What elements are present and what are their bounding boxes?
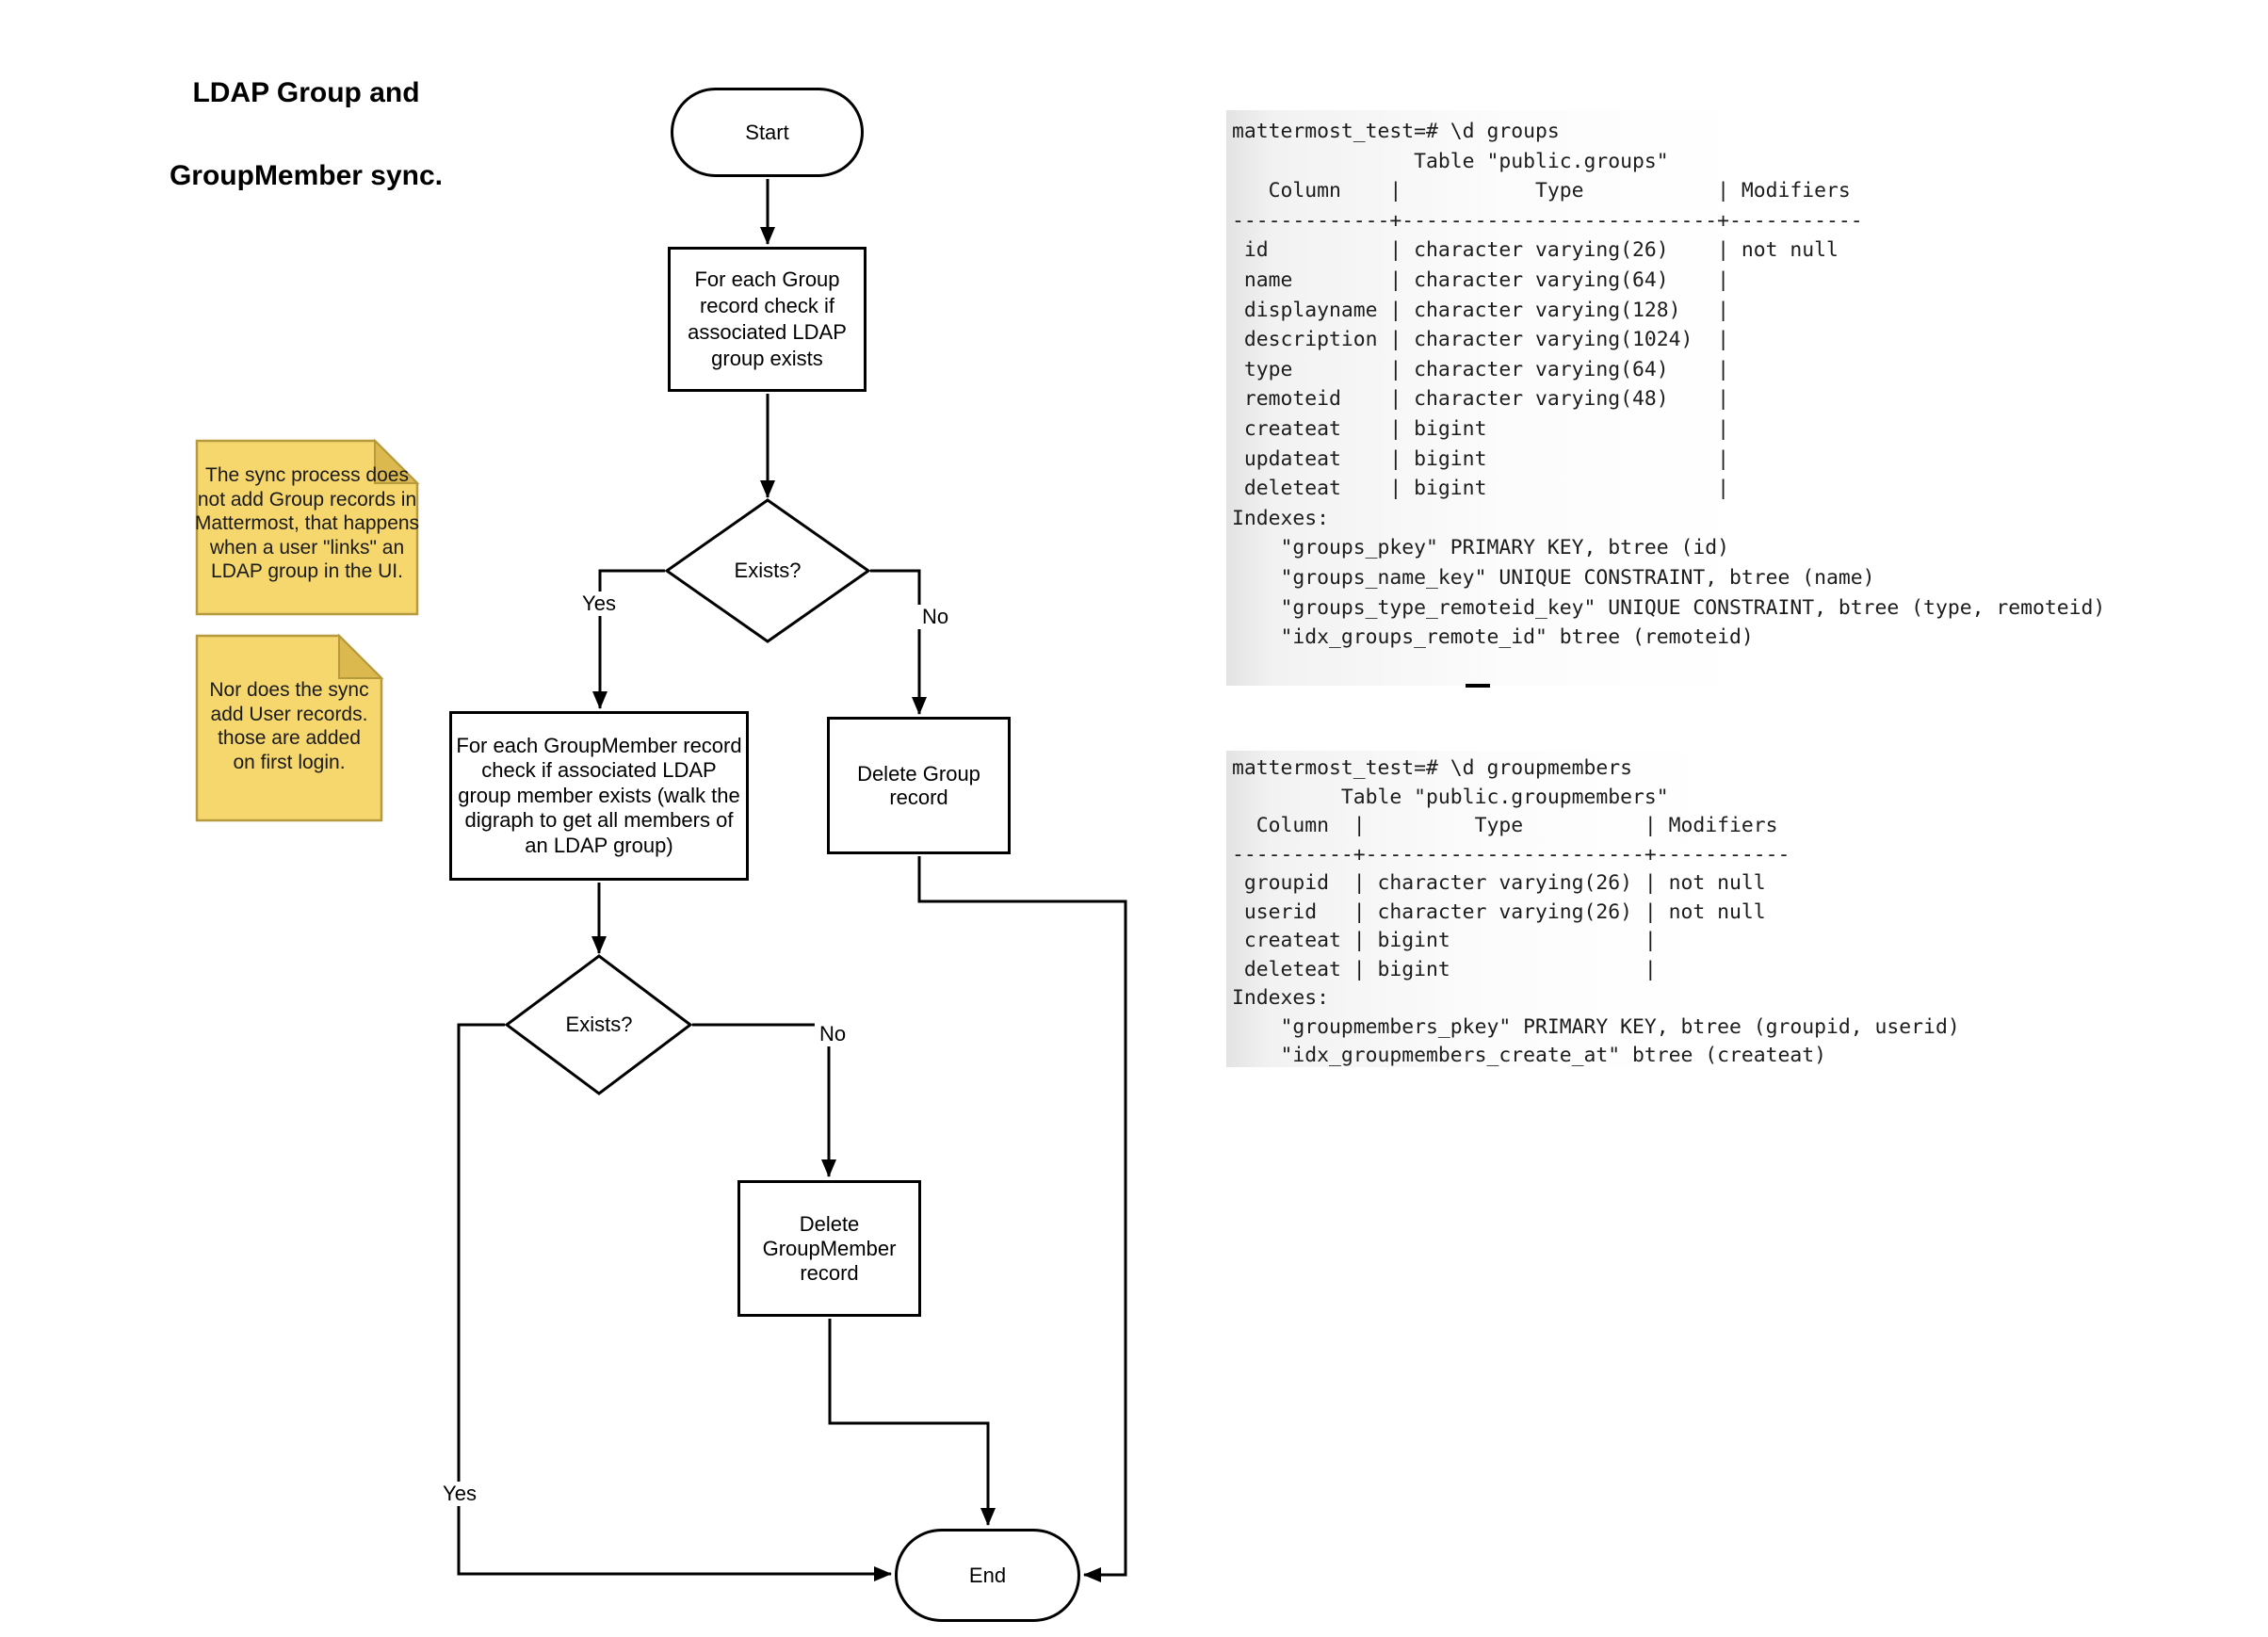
sticky-note-2-text: Nor does the sync add User records. thos… [209, 679, 369, 773]
decision-exists-1-label: Exists? [734, 559, 802, 582]
decision-exists-2-shape [504, 954, 693, 1095]
decision-exists-2-label: Exists? [565, 1013, 633, 1036]
process-check-group: For each Group record check if associate… [668, 247, 867, 392]
sticky-note-1-text: The sync process does not add Group reco… [194, 464, 420, 582]
edge-exists1-yes-to-check-member [592, 569, 665, 709]
edge-exists2-no-to-delete-groupmember [692, 1023, 836, 1177]
sticky-note-2 [195, 633, 384, 822]
diagram-title-line2: GroupMember sync. [169, 160, 444, 191]
process-check-groupmember: For each GroupMember record check if ass… [449, 711, 749, 881]
terminal-cursor [1466, 684, 1490, 688]
edge-label-yes-2: Yes [438, 1482, 481, 1506]
terminal-groupmembers-output: mattermost_test=# \d groupmembers Table … [1232, 756, 1960, 1067]
process-delete-groupmember: Delete GroupMember record [737, 1180, 921, 1317]
terminal-groups-background [1226, 110, 2176, 686]
diagram-title: LDAP Group and GroupMember sync. [141, 31, 471, 238]
process-delete-group: Delete Group record [827, 717, 1011, 854]
sticky-note-2-body [195, 634, 383, 822]
edge-exists1-no-to-delete-group [870, 569, 927, 715]
sticky-note-1 [195, 438, 420, 616]
edge-delete-groupmember-to-end [828, 1319, 996, 1526]
edge-label-no-2: No [814, 1022, 851, 1046]
start-terminator: Start [671, 88, 864, 177]
end-terminator: End [895, 1529, 1080, 1622]
diagram-title-line1: LDAP Group and [192, 77, 420, 108]
terminal-groupmembers-background [1226, 751, 2112, 1067]
sticky-note-1-body [195, 439, 419, 616]
decision-exists-1-shape [664, 498, 871, 643]
edge-delete-group-to-end [917, 856, 1127, 1582]
sticky-note-2-fold [338, 633, 384, 679]
edge-label-yes-1: Yes [577, 592, 621, 616]
terminal-groups-output: mattermost_test=# \d groups Table "publi… [1232, 120, 2106, 650]
sticky-note-1-fold [374, 438, 420, 484]
edge-exists2-yes-to-end [457, 1023, 892, 1581]
edge-label-no-1: No [916, 605, 954, 629]
